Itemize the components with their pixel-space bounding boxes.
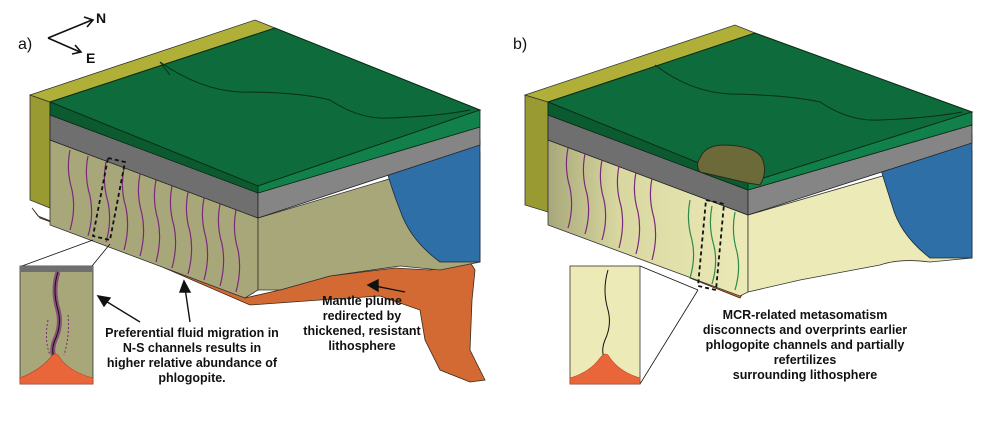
caption-mcr-line-2: disconnects and overprints earlier	[702, 323, 908, 337]
caption-mcr: MCR-related metasomatism disconnects and…	[690, 308, 920, 383]
inset-connector-a1	[21, 239, 94, 267]
caption-plume-line-1: Mantle plume	[322, 294, 402, 308]
caption-mcr-line-3: phlogopite channels and partially	[705, 338, 905, 352]
inset-connector-a2	[91, 243, 111, 267]
caption-fluid-migration: Preferential fluid migration in N-S chan…	[92, 326, 292, 386]
mcr-intrusion	[697, 144, 766, 186]
caption-fluid-line-2: N-S channels results in	[122, 341, 262, 355]
block-diagram-b	[523, 24, 974, 385]
pointer-arrows-a	[96, 278, 406, 323]
surface-line-a3	[159, 61, 171, 76]
surface-line-a2	[329, 99, 471, 119]
compass-arrows	[47, 16, 95, 55]
caption-mcr-line-4: refertilizes	[773, 353, 837, 367]
panel-label-a: a)	[18, 36, 33, 53]
panel-label-b: b)	[513, 36, 528, 53]
caption-fluid-line-1: Preferential fluid migration in	[105, 326, 279, 340]
ocean-a	[384, 139, 481, 263]
caption-mcr-line-5: surrounding lithosphere	[732, 368, 878, 382]
caption-plume-line-3: thickened, resistant	[303, 324, 421, 338]
caption-mantle-plume: Mantle plume redirected by thickened, re…	[292, 294, 432, 354]
surface-line-b1	[654, 64, 821, 103]
compass-north-label: N	[96, 10, 107, 26]
surface-line-b2	[819, 101, 963, 121]
caption-fluid-line-4: phlogopite.	[158, 371, 226, 385]
green-edge-right-a	[257, 109, 481, 194]
olive-wall-a	[29, 94, 51, 209]
phlogopite-channels-a	[67, 149, 241, 293]
inset-connector-b1	[639, 265, 699, 291]
inset-b	[569, 265, 641, 385]
phlogopite-channels-b	[565, 147, 657, 261]
caption-plume-line-4: lithosphere	[328, 339, 396, 353]
caption-plume-line-2: redirected by	[322, 309, 402, 323]
dashed-sample-box-a	[91, 156, 127, 242]
inset-a	[19, 265, 94, 385]
green-edge-right-b	[747, 111, 973, 191]
olive-wall-b	[524, 94, 549, 213]
caption-fluid-line-3: higher relative abundance of	[106, 356, 278, 370]
overprinted-channels-b	[687, 199, 740, 291]
caption-mcr-line-1: MCR-related metasomatism	[722, 308, 888, 322]
compass-east-label: E	[86, 50, 96, 66]
inset-connector-b2	[639, 289, 699, 385]
surface-line-a1	[159, 61, 331, 101]
block-diagram-a	[19, 16, 486, 385]
